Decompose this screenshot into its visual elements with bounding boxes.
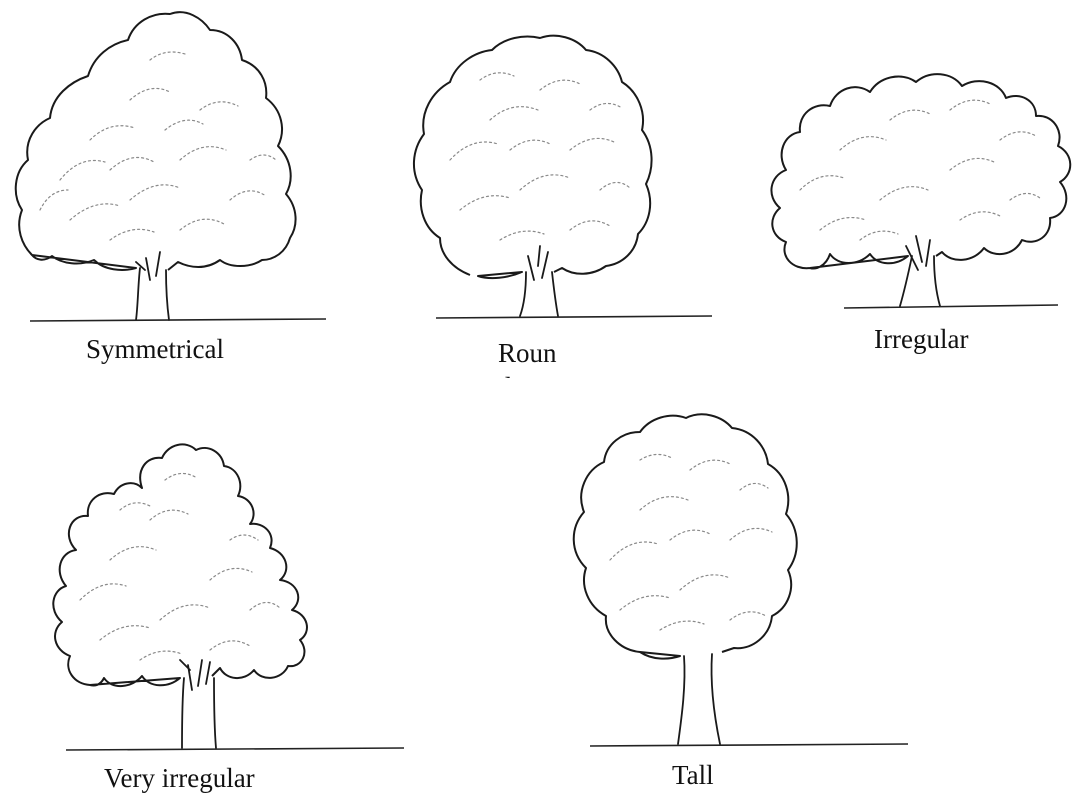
tall-tree-trunk <box>677 653 721 745</box>
irregular-tree-foliage-texture <box>799 99 1041 241</box>
irregular-tree-crown <box>770 73 1072 270</box>
tall-tree-foliage-texture <box>609 453 773 631</box>
tall-tree-crown <box>572 413 798 660</box>
label-irregular: Irregular <box>874 324 969 354</box>
label-tall: Tall <box>672 760 714 790</box>
label-round: Roun d <box>498 338 557 378</box>
irregular-tree-ground-line <box>843 304 1059 309</box>
round-tree <box>413 34 713 319</box>
irregular-tree <box>770 73 1072 309</box>
symmetrical-tree-ground-line <box>29 318 327 322</box>
symmetrical-tree-crown <box>14 11 297 271</box>
irregular-tree-trunk <box>899 235 941 307</box>
label-symmetrical: Symmetrical <box>86 334 224 364</box>
round-tree-trunk <box>519 245 559 317</box>
label-very-irregular: Very irregular <box>104 763 255 793</box>
very-irregular-tree-trunk <box>179 659 217 749</box>
symmetrical-tree-foliage-texture <box>39 51 277 241</box>
very-irregular-tree-foliage-texture <box>79 472 281 661</box>
round-tree-crown <box>413 34 653 280</box>
tall-tree <box>572 413 909 747</box>
round-tree-foliage-texture <box>449 72 631 241</box>
very-irregular-tree-ground-line <box>65 747 405 751</box>
very-irregular-tree-crown <box>52 443 308 687</box>
symmetrical-tree-trunk <box>135 251 170 321</box>
symmetrical-tree <box>14 11 327 322</box>
very-irregular-tree <box>52 443 405 751</box>
round-tree-ground-line <box>435 315 713 319</box>
tall-tree-ground-line <box>589 743 909 747</box>
